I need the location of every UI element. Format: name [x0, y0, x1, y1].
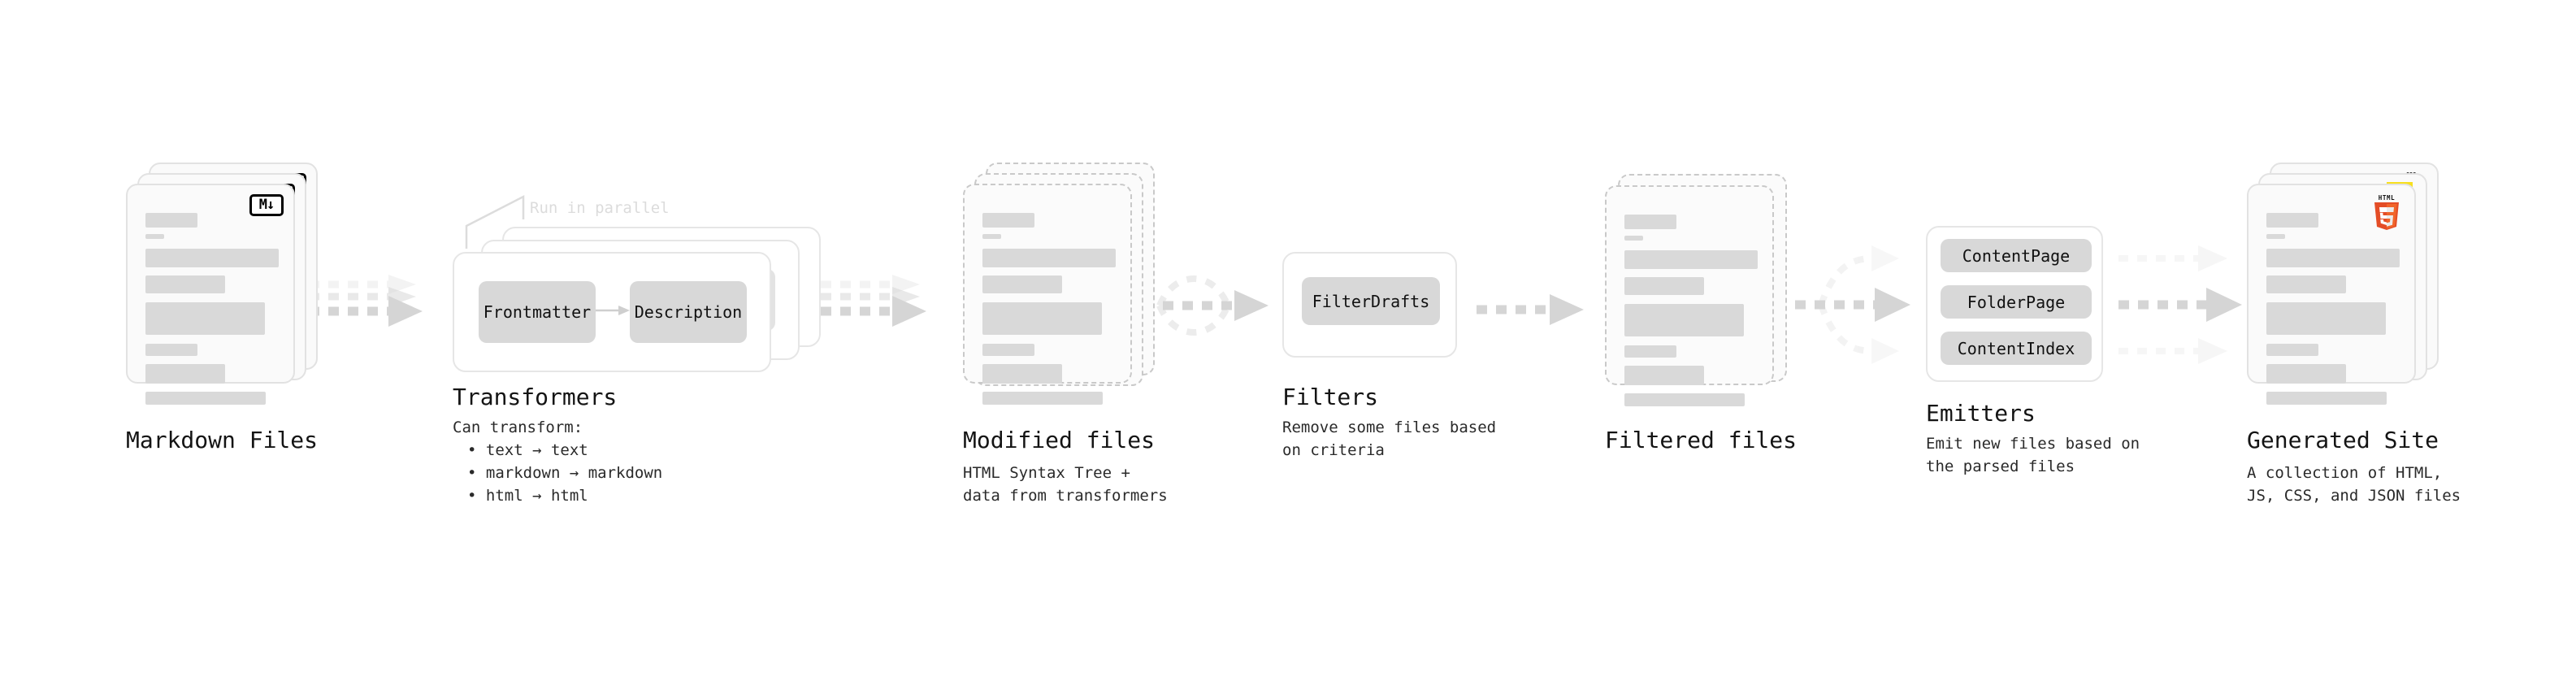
generated-site-subtitle: A collection of HTML, JS, CSS, and JSON …: [2247, 464, 2461, 505]
arrow-emitters-to-generated-site: [2117, 236, 2255, 377]
markdown-badge-icon: M↓: [249, 194, 284, 216]
content-bar: [1624, 250, 1758, 269]
content-bar: [145, 234, 164, 239]
content-bar: [2266, 392, 2387, 405]
content-bar: [145, 249, 279, 267]
content-bar: [982, 364, 1062, 384]
emitter-chip-contentpage[interactable]: ContentPage: [1941, 239, 2092, 272]
content-bar: [145, 364, 225, 384]
content-bar: [2266, 364, 2346, 384]
content-bar: [982, 234, 1001, 239]
emitters-title: Emitters: [1926, 400, 2036, 427]
content-bar: [1624, 393, 1745, 406]
content-bar: [982, 302, 1102, 335]
modified-card-content: [965, 185, 1130, 423]
html5-badge-icon: HTML: [2370, 193, 2403, 236]
content-bar: [1624, 236, 1643, 241]
content-bar: [1624, 277, 1704, 295]
modified-files-title: Modified files: [963, 427, 1156, 453]
markdown-files-title: Markdown Files: [126, 427, 319, 453]
content-bar: [1624, 304, 1744, 336]
transformers-subtitle: Can transform:: [453, 419, 583, 436]
bullet-item: • text → text: [467, 441, 588, 459]
transformer-chip-frontmatter[interactable]: Frontmatter: [479, 281, 596, 343]
content-bar: [982, 344, 1034, 356]
transformer-chip-description[interactable]: Description: [630, 281, 747, 343]
transformers-title: Transformers: [453, 384, 618, 410]
content-bar: [982, 249, 1116, 267]
modified-file-card-front: [963, 184, 1132, 405]
content-bar: [145, 392, 266, 405]
content-bar: [145, 344, 197, 356]
arrow-modified-to-filters: [1142, 258, 1280, 359]
emitters-subtitle: Emit new files based on the parsed files: [1926, 435, 2140, 475]
markdown-file-card-front: M↓: [126, 184, 295, 405]
arrow-markdown-to-transformers: [307, 275, 429, 343]
transformers-bullet-list: • text → text • markdown → markdown • ht…: [467, 439, 662, 507]
content-bar: [2266, 302, 2386, 335]
content-bar: [145, 213, 197, 228]
generated-site-title: Generated Site: [2247, 427, 2439, 453]
markdown-card-content: [128, 185, 293, 423]
content-bar: [2266, 213, 2318, 228]
filters-title: Filters: [1282, 384, 1379, 410]
arrow-filtered-to-emitters-fanout: [1776, 236, 1926, 377]
arrow-transformers-to-modified: [819, 275, 933, 343]
run-in-parallel-bracket: [463, 193, 553, 254]
transformer-layer-front: Frontmatter Description: [453, 252, 771, 372]
filters-subtitle: Remove some files based on criteria: [1282, 419, 1497, 459]
arrow-filters-to-filtered: [1475, 289, 1589, 333]
bullet-item: • html → html: [467, 487, 588, 505]
emitter-chip-folderpage[interactable]: FolderPage: [1941, 285, 2092, 319]
content-bar: [982, 392, 1103, 405]
modified-files-subtitle: HTML Syntax Tree + data from transformer…: [963, 464, 1168, 505]
content-bar: [982, 213, 1034, 228]
filtered-files-title: Filtered files: [1605, 427, 1798, 453]
filtered-card-content: [1607, 187, 1772, 424]
emitter-chip-contentindex[interactable]: ContentIndex: [1941, 332, 2092, 365]
content-bar: [2266, 344, 2318, 356]
content-bar: [1624, 366, 1704, 385]
content-bar: [2266, 275, 2346, 293]
content-bar: [145, 302, 265, 335]
content-bar: [2266, 249, 2400, 267]
content-bar: [1624, 345, 1676, 358]
bullet-item: • markdown → markdown: [467, 464, 663, 482]
svg-text:HTML: HTML: [2379, 194, 2395, 202]
filters-group: FilterDrafts: [1282, 252, 1457, 358]
content-bar: [1624, 215, 1676, 229]
filter-chip-filterdrafts[interactable]: FilterDrafts: [1302, 277, 1440, 325]
generated-card-content: [2249, 185, 2414, 423]
run-in-parallel-label: Run in parallel: [530, 199, 670, 217]
filtered-file-card-front: [1605, 185, 1774, 406]
content-bar: [982, 275, 1062, 293]
emitters-group: ContentPage FolderPage ContentIndex: [1926, 226, 2103, 382]
content-bar: [2266, 234, 2285, 239]
content-bar: [145, 275, 225, 293]
generated-file-card-html: HTML: [2247, 184, 2416, 405]
